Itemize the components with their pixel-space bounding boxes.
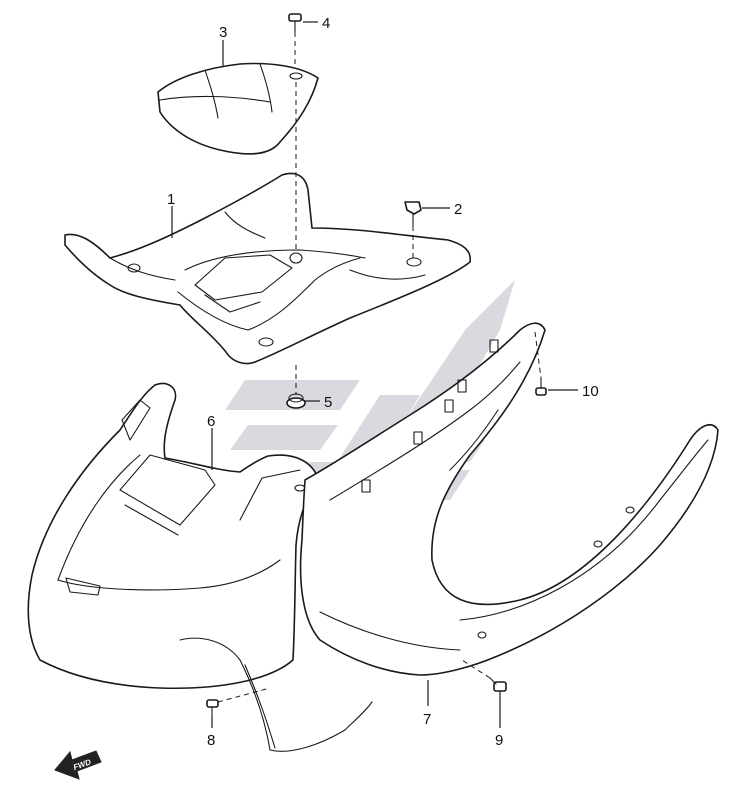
callout-leaders	[171, 21, 578, 728]
fastener-screw-10	[535, 377, 547, 396]
part-6-leg-shield	[27, 382, 373, 752]
callout-2: 2	[454, 201, 462, 218]
forward-direction-arrow: FWD	[54, 750, 102, 780]
callout-9: 9	[495, 732, 503, 749]
fastener-screw-8	[206, 699, 219, 717]
fastener-screw-9	[489, 677, 507, 692]
part-7-floor-panel	[299, 322, 719, 676]
callout-3: 3	[219, 24, 227, 41]
callout-7: 7	[423, 711, 431, 728]
fastener-screw-4	[288, 13, 302, 33]
assembly-guide-lines	[217, 32, 542, 703]
part-3-top-cover	[157, 62, 319, 155]
callout-labels: 3 4 1 2 5 6 10 8 7 9	[167, 15, 599, 749]
callout-8: 8	[207, 732, 215, 749]
callout-6: 6	[207, 413, 215, 430]
part-1-inner-tray	[64, 172, 472, 365]
callout-10: 10	[582, 383, 599, 400]
callout-1: 1	[167, 191, 175, 208]
callout-4: 4	[322, 15, 330, 32]
callout-5: 5	[324, 394, 332, 411]
fastener-bolt-2	[404, 201, 422, 227]
